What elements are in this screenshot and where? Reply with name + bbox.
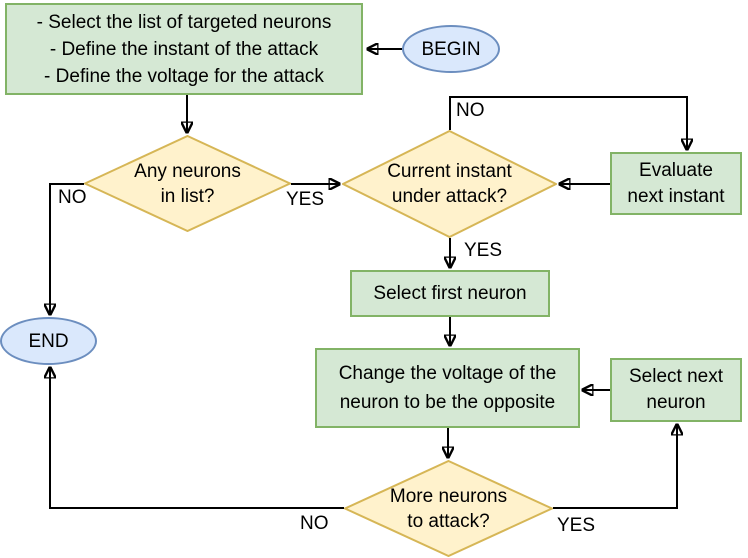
current-instant-line-1: Current instant [387,161,512,182]
edge-label-any-neurons-yes: YES [286,189,325,210]
diamond-shape [344,460,553,557]
process-evaluate-next-instant: Evaluate next instant [610,152,742,215]
decision-more-neurons: More neurons to attack? [344,460,553,557]
connector-current-instant-no-to-evaluate [449,96,687,150]
end-label: END [28,330,69,352]
any-neurons-line-1: Any neurons [134,160,241,182]
process-change-voltage: Change the voltage of the neuron to be t… [315,348,580,428]
select-next-line-1: Select next [629,366,723,387]
change-voltage-line-2: neuron to be the opposite [339,392,556,413]
decision-any-neurons: Any neurons in list? [84,135,291,232]
edge-label-current-instant-no: NO [456,100,485,121]
process-select-next-neuron: Select next neuron [610,358,742,422]
setup-line-2: - Define the instant of the attack [49,38,319,60]
setup-line-3: - Define the voltage for the attack [44,65,324,87]
setup-line-1: - Select the list of targeted neurons [36,11,332,33]
current-instant-line-2: under attack? [391,186,508,207]
more-neurons-line-2: to attack? [407,510,490,532]
select-next-line-2: neuron [646,392,706,413]
more-neurons-line-1: More neurons [389,485,508,507]
terminal-begin: BEGIN [402,25,500,73]
connector-any-neurons-no-to-end [50,183,84,315]
evaluate-line-1: Evaluate [639,159,713,181]
connector-more-neurons-no-to-end [50,367,344,509]
decision-current-instant: Current instant under attack? [342,130,557,238]
evaluate-line-2: next instant [627,185,725,207]
edge-label-more-neurons-no: NO [300,513,329,534]
connector-more-neurons-yes-to-select-next [553,424,677,509]
diamond-shape [84,135,291,232]
process-setup: - Select the list of targeted neurons - … [5,3,363,95]
edge-label-current-instant-yes: YES [464,240,503,261]
edge-label-more-neurons-yes: YES [557,515,596,536]
edge-label-any-neurons-no: NO [58,187,87,208]
begin-label: BEGIN [421,38,481,60]
any-neurons-line-2: in list? [160,185,215,207]
process-select-first-neuron: Select first neuron [350,270,550,317]
select-first-label: Select first neuron [373,283,527,304]
change-voltage-line-1: Change the voltage of the [338,363,557,384]
diamond-shape [342,130,557,238]
terminal-end: END [0,317,97,365]
